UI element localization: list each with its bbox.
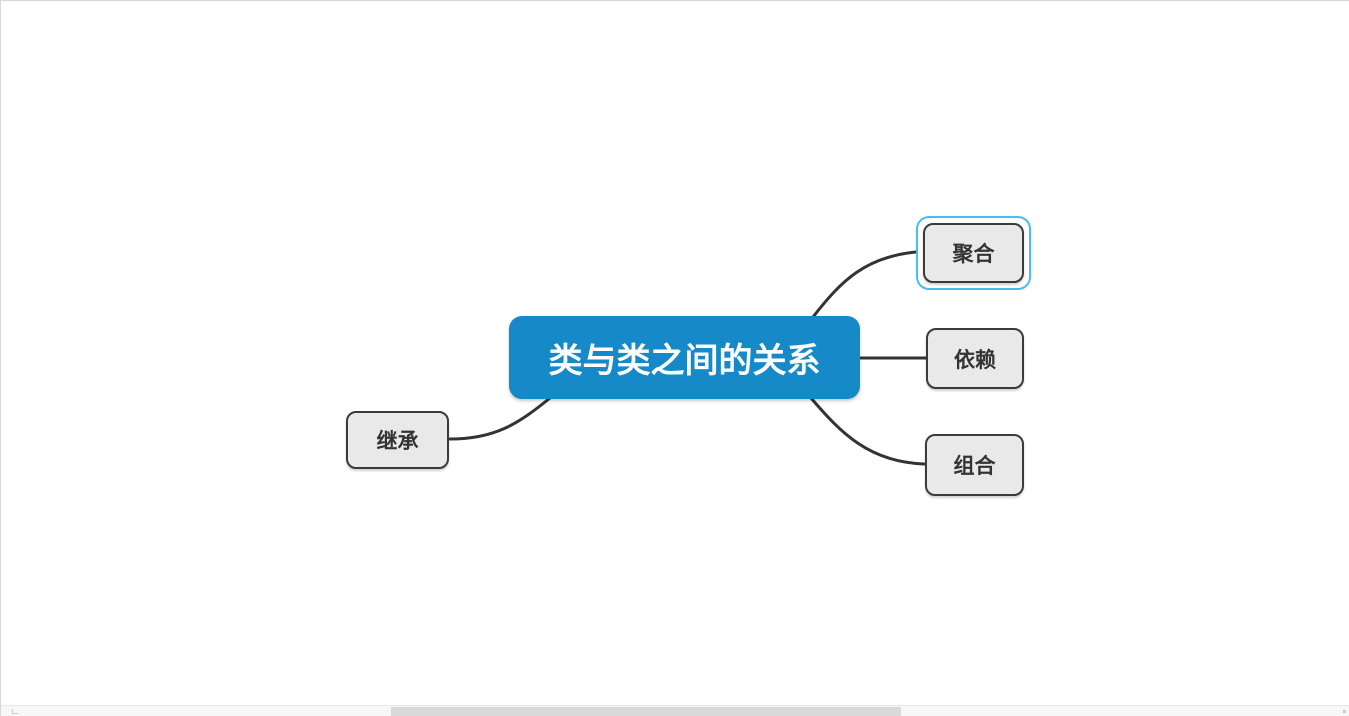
topic-composition[interactable]: 组合	[925, 434, 1024, 496]
topic-dependency[interactable]: 依赖	[926, 328, 1024, 389]
topic-inheritance[interactable]: 继承	[346, 411, 449, 469]
horizontal-scrollbar-track[interactable]	[1, 705, 1349, 716]
connector-root-composition	[809, 396, 926, 466]
connector-root-inheritance	[448, 396, 552, 441]
topic-inheritance-label: 继承	[376, 430, 419, 453]
connector-root-aggregation	[811, 250, 918, 319]
root-topic[interactable]: 类与类之间的关系	[509, 316, 860, 399]
topic-composition-label: 组合	[953, 455, 996, 478]
topic-aggregation-label: 聚合	[952, 243, 995, 266]
horizontal-scrollbar-thumb[interactable]	[391, 707, 901, 716]
topic-aggregation[interactable]: 聚合	[923, 223, 1024, 283]
topic-dependency-label: 依赖	[954, 348, 996, 372]
root-topic-label: 类与类之间的关系	[548, 342, 821, 380]
